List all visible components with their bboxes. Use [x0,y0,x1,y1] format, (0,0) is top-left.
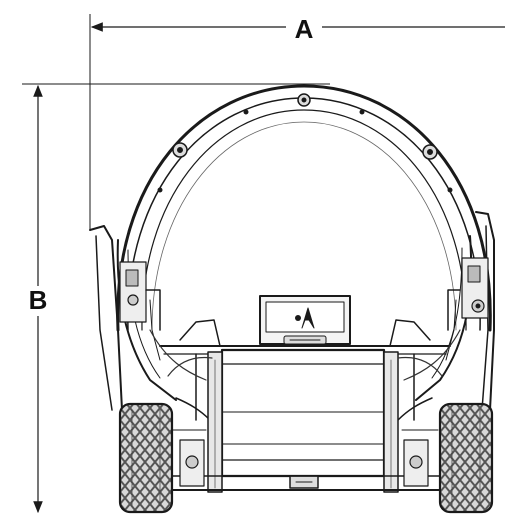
logo-icon [301,307,315,329]
dimension-a-label: A [295,14,314,44]
machine-body [89,84,495,514]
bolt-icon [243,109,249,115]
wrapping-ring [116,84,492,332]
bolt-icon [359,109,365,115]
bolt-icon [447,187,453,193]
center-table [207,348,399,493]
logo-icon [295,315,301,321]
bolt-icon [177,147,183,153]
dimension-b-label: B [29,285,48,315]
dimension-a: A [89,14,505,230]
bolt-icon [427,149,433,155]
ring-bolts [157,93,453,193]
left-side-arm [89,225,177,411]
bolt-icon [301,97,307,103]
hydraulic-hoses [149,329,461,381]
chassis-bottom [169,429,441,491]
right-side-arm [415,211,495,411]
bolt-icon [157,187,163,193]
right-tire [438,402,494,514]
control-box [259,295,351,345]
dimension-b: B [22,83,330,514]
left-tire [118,402,174,514]
